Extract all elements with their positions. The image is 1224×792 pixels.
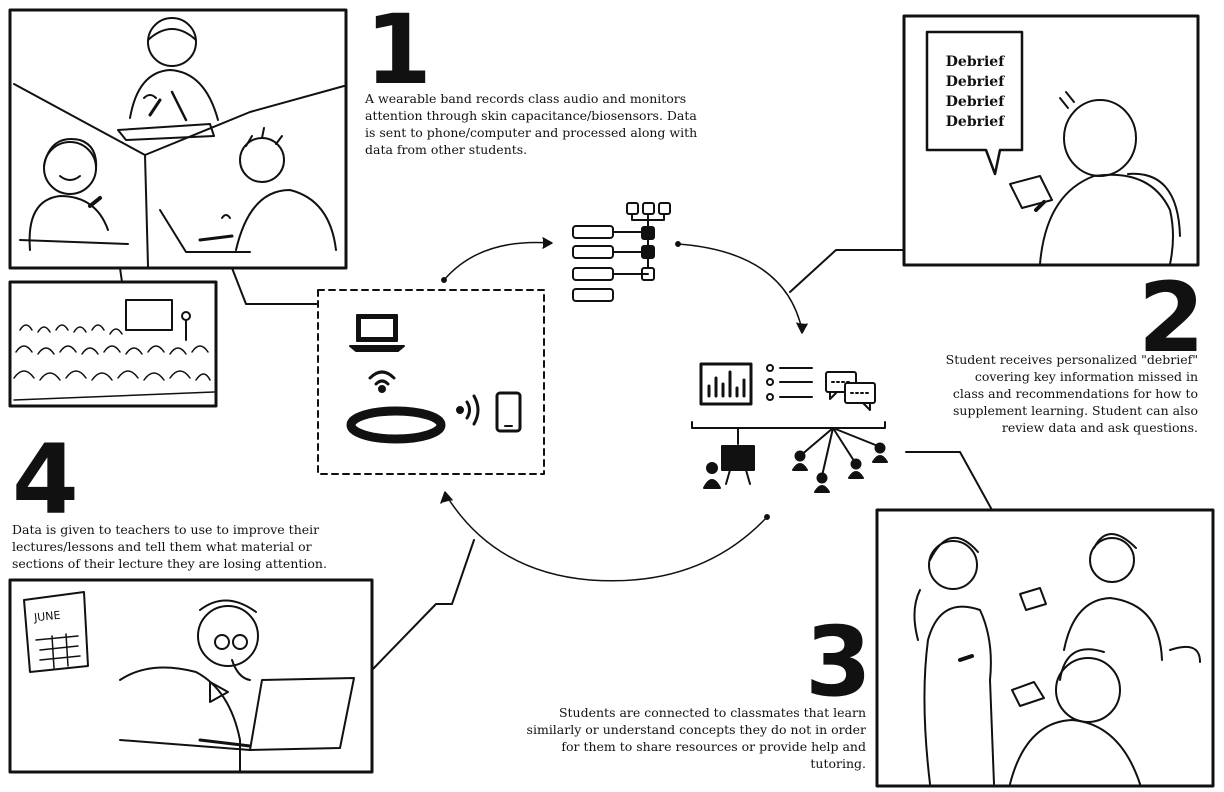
step-3-number: 3 [805,606,872,718]
connector-panel-2 [789,249,905,293]
debrief-line: Debrief [945,114,1005,130]
debrief-line: Debrief [945,54,1005,70]
connector-panel-4 [371,539,475,671]
bar-chart-icon [699,362,753,406]
wifi-icon [368,370,396,393]
step-1-number: 1 [365,0,432,106]
step-1-description: A wearable band records class audio and … [365,91,698,157]
debrief-line: Debrief [945,94,1005,110]
calendar-label: JUNE [33,608,62,625]
panel-teacher-reviewing [8,578,374,774]
connector-panel-3 [905,451,993,511]
teacher-board-icon [703,427,755,489]
panel-lecture-hall [8,280,218,408]
data-processing-icon [572,202,671,302]
debrief-line: Debrief [945,74,1005,90]
panel-classmates-helping [875,508,1215,788]
analytics-icons [691,362,888,493]
step-4-description: Data is given to teachers to use to impr… [12,522,327,571]
flow-arrows [440,237,808,582]
step-2-number: 2 [1138,262,1205,374]
connector-lecture-hall [119,267,123,283]
step-2-description: Student receives personalized "debrief" … [945,352,1198,435]
phone-icon [495,391,522,433]
device-box [317,289,545,475]
connector-panel-1 [231,267,319,305]
wearable-band-icon [346,406,446,444]
laptop-icon [349,314,405,352]
step-3-description: Students are connected to classmates tha… [526,705,866,771]
debrief-bubble: Debrief Debrief Debrief Debrief [930,52,1020,132]
step-4-number: 4 [12,424,79,536]
student-network-icon [792,427,888,493]
list-icon [766,364,813,401]
signal-icon [456,394,480,426]
chat-icon [825,371,876,411]
panel-students-wearing-bands [8,8,348,270]
panel-student-debrief [902,14,1200,267]
